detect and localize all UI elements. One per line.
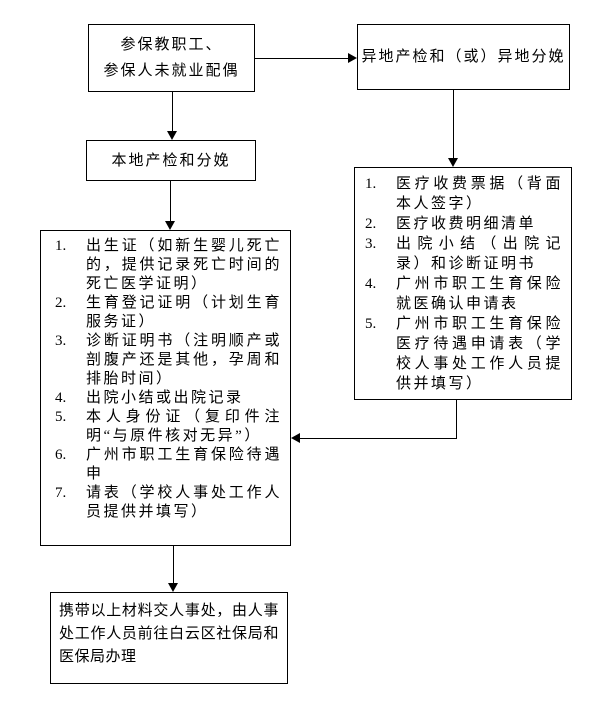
arrow-down-icon (448, 158, 458, 167)
node-remote-materials: 医疗收费票据（背面本人签字）医疗收费明细清单出院小结（出院记录）和诊断证明书广州… (354, 167, 572, 400)
node-participants-line1: 参保教职工、 (120, 37, 223, 53)
remote-materials-list: 医疗收费票据（背面本人签字）医疗收费明细清单出院小结（出院记录）和诊断证明书广州… (355, 168, 571, 394)
node-local-materials: 出生证（如新生婴儿死亡的，提供记录死亡时间的死亡医学证明）生育登记证明（计划生育… (40, 230, 291, 546)
node-submit: 携带以上材料交人事处，由人事处工作人员前往白云区社保局和医保局办理 (50, 592, 288, 684)
node-local-checkup: 本地产检和分娩 (86, 140, 256, 181)
arrow-down-icon (168, 583, 178, 592)
list-item: 广州市职工生育保险就医确认申请表 (365, 274, 563, 312)
list-item: 广州市职工生育保险待遇申 (55, 446, 282, 482)
list-item: 医疗收费明细清单 (365, 214, 537, 234)
list-item: 本人身份证（复印件注明“与原件核对无异”） (55, 408, 282, 444)
list-item: 出生证（如新生婴儿死亡的，提供记录死亡时间的死亡医学证明） (55, 237, 282, 292)
connector-remote-materials-down (456, 400, 457, 438)
list-item: 广州市职工生育保险医疗待遇申请表（学校人事处工作人员提供并填写） (365, 314, 563, 392)
node-remote-checkup-label: 异地产检和（或）异地分娩 (361, 49, 566, 65)
connector-participants-to-local (172, 92, 173, 132)
connector-participants-to-remote (255, 58, 349, 59)
list-item: 出院小结（出院记录）和诊断证明书 (365, 234, 563, 272)
list-item: 生育登记证明（计划生育服务证） (55, 294, 282, 330)
arrow-down-icon (165, 221, 175, 230)
list-item: 医疗收费票据（背面本人签字） (365, 174, 563, 212)
connector-materials-to-submit (173, 546, 174, 584)
local-materials-list: 出生证（如新生婴儿死亡的，提供记录死亡时间的死亡医学证明）生育登记证明（计划生育… (41, 231, 290, 522)
arrow-right-icon (348, 53, 357, 63)
list-item: 诊断证明书（注明顺产或剖腹产还是其他，孕周和排胎时间） (55, 332, 282, 387)
list-item: 请表（学校人事处工作人员提供并填写） (55, 484, 282, 520)
list-item: 出院小结或出院记录 (55, 389, 244, 408)
arrow-left-icon (291, 433, 300, 443)
connector-local-to-materials (170, 181, 171, 222)
node-local-checkup-label: 本地产检和分娩 (111, 152, 231, 169)
connector-remote-to-materials (453, 90, 454, 159)
node-remote-checkup: 异地产检和（或）异地分娩 (357, 24, 570, 90)
connector-remote-materials-to-local-materials (300, 438, 457, 439)
node-submit-label: 携带以上材料交人事处，由人事处工作人员前往白云区社保局和医保局办理 (59, 603, 279, 665)
node-participants: 参保教职工、 参保人未就业配偶 (88, 24, 255, 92)
node-participants-line2: 参保人未就业配偶 (103, 63, 240, 79)
arrow-down-icon (167, 131, 177, 140)
